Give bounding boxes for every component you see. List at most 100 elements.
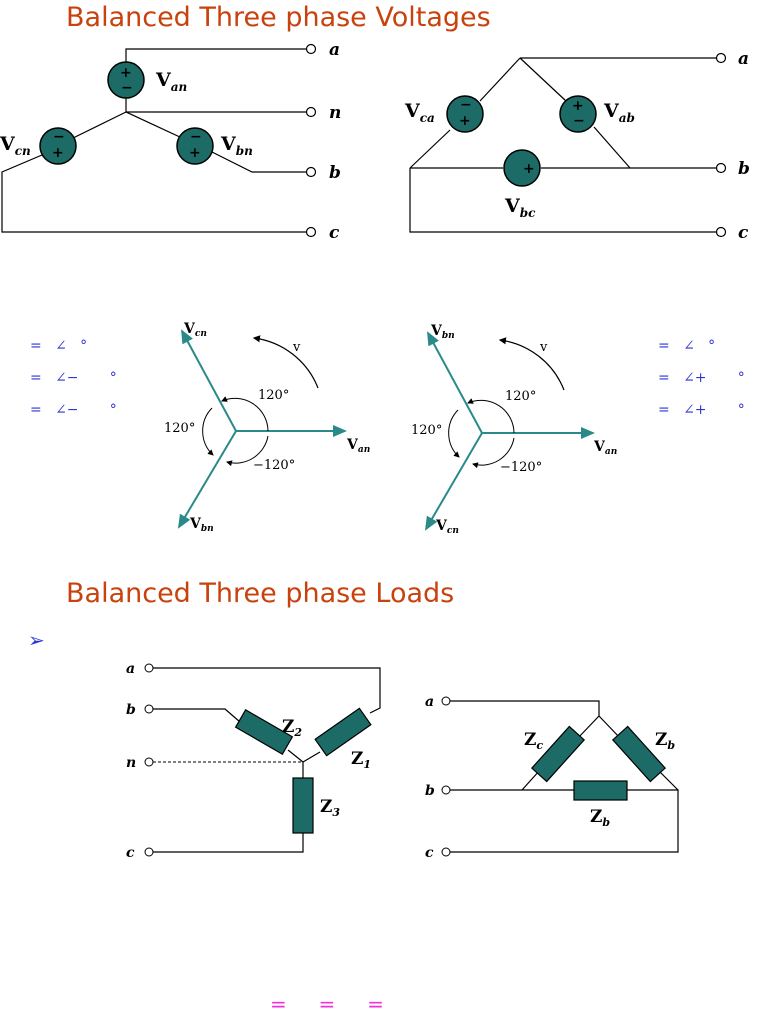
phasor-label-van-2: Van [593, 439, 617, 457]
loads-heading: Balanced Three phase Loads [66, 578, 455, 609]
label-zb-bottom: Zb [590, 807, 610, 829]
terminal-b [144, 704, 154, 714]
angle-label-bottom: −120° [253, 458, 295, 473]
angle-label-top: 120° [258, 388, 289, 403]
terminal-b [715, 162, 727, 174]
terminal-a [441, 696, 451, 706]
terminal-label-a: a [126, 661, 135, 677]
wire-n [125, 98, 306, 113]
phasor-vcn [424, 432, 483, 531]
terminal-c [305, 226, 317, 238]
terminal-label-b: b [425, 783, 435, 799]
wye-source [1, 48, 306, 233]
terminal-a [144, 663, 154, 673]
arrow-bullet-icon: ➢ [28, 628, 45, 652]
wire-to-vcn [66, 111, 127, 142]
terminal-label-b: b [126, 702, 136, 718]
phasor-vbn [427, 331, 483, 434]
source-vab: + − [559, 95, 597, 133]
phasor-label-van: Van [346, 437, 370, 455]
terminal-label-a: a [425, 694, 434, 710]
label-zb: Zb [655, 730, 675, 752]
label-vca: Vca [404, 100, 435, 125]
side-ab-bottom [593, 126, 631, 169]
z1-to-center [302, 751, 321, 763]
equation-left-2: = ∠− ° [30, 370, 117, 386]
svg-text:−: − [190, 129, 202, 145]
svg-text:+: + [189, 145, 201, 161]
wire-a [125, 48, 306, 63]
equation-left-1: = ∠ ° [30, 338, 88, 354]
label-vbc: Vbc [504, 195, 536, 220]
terminal-c [715, 226, 727, 238]
delta-source-terminals [715, 52, 727, 238]
angle-arc-bottom [226, 435, 269, 467]
angle-arc-top [467, 398, 515, 434]
label-zc: Zc [524, 730, 543, 752]
label-vbn: Vbn [220, 133, 253, 158]
side-ab-top [519, 57, 567, 102]
phasor-vcn [181, 329, 237, 432]
angle-arc-left [202, 407, 214, 456]
svg-text:+: + [52, 145, 64, 161]
terminal-label-n: n [329, 103, 341, 123]
svg-text:−: − [460, 97, 472, 113]
wire-b [153, 708, 241, 723]
angle-arc-left [448, 409, 460, 458]
terminal-label-c: c [425, 845, 434, 861]
phasor-diagram-acb [424, 331, 595, 531]
terminal-b [305, 166, 317, 178]
rotation-arrow [498, 337, 565, 391]
terminal-b [441, 785, 451, 795]
delta-load-terminals [441, 696, 451, 857]
label-z3: Z3 [320, 797, 340, 819]
angle-arc-top [221, 396, 269, 432]
label-z2: Z2 [282, 717, 302, 739]
impedance-z3 [292, 777, 314, 834]
phasor-label-vcn-2: Vcn [435, 518, 459, 536]
equation-right-3: = ∠+ ° [658, 402, 745, 418]
terminal-label-c: c [738, 223, 749, 243]
wire-a [153, 667, 381, 714]
delta-load [450, 700, 679, 853]
terminal-label-n: n [126, 755, 136, 771]
wire-to-vbn [125, 111, 183, 139]
wire-c [450, 789, 679, 853]
impedance-zb-bottom [573, 780, 628, 801]
terminal-a [715, 52, 727, 64]
terminal-n [144, 757, 154, 767]
side-ca-bottom [409, 129, 451, 169]
wire-a [450, 700, 600, 716]
phasor-diagram-abc [177, 329, 347, 529]
side-ca-top [479, 57, 521, 102]
rotation-label-2: v [539, 340, 548, 355]
label-z1: Z1 [351, 749, 371, 771]
impedance-zb [611, 725, 667, 783]
phasor-label-vbn: Vbn [189, 516, 214, 534]
terminal-label-b: b [738, 159, 750, 179]
svg-text:+: + [572, 98, 584, 114]
angle-label-bottom-2: −120° [500, 460, 542, 475]
terminal-a [305, 43, 317, 55]
source-van: + − [107, 61, 145, 99]
impedance-zc [530, 725, 586, 783]
angle-arc-bottom [472, 437, 515, 469]
terminal-label-c: c [126, 845, 135, 861]
terminal-c [144, 847, 154, 857]
svg-text:+: + [120, 65, 132, 81]
wye-load-impedances [234, 707, 372, 834]
equation-left-3: = ∠− ° [30, 402, 117, 418]
label-vcn: Vcn [0, 133, 31, 158]
wye-load [153, 667, 381, 853]
source-vbc: + [503, 149, 541, 187]
label-van: Van [155, 69, 187, 94]
terminal-label-b: b [329, 163, 341, 183]
terminal-n [305, 106, 317, 118]
svg-text:−: − [573, 113, 585, 129]
wire-c [153, 833, 304, 853]
svg-text:+: + [459, 113, 471, 129]
wye-load-terminals [144, 663, 154, 857]
wire-c [1, 154, 306, 233]
wire-c [409, 168, 716, 233]
